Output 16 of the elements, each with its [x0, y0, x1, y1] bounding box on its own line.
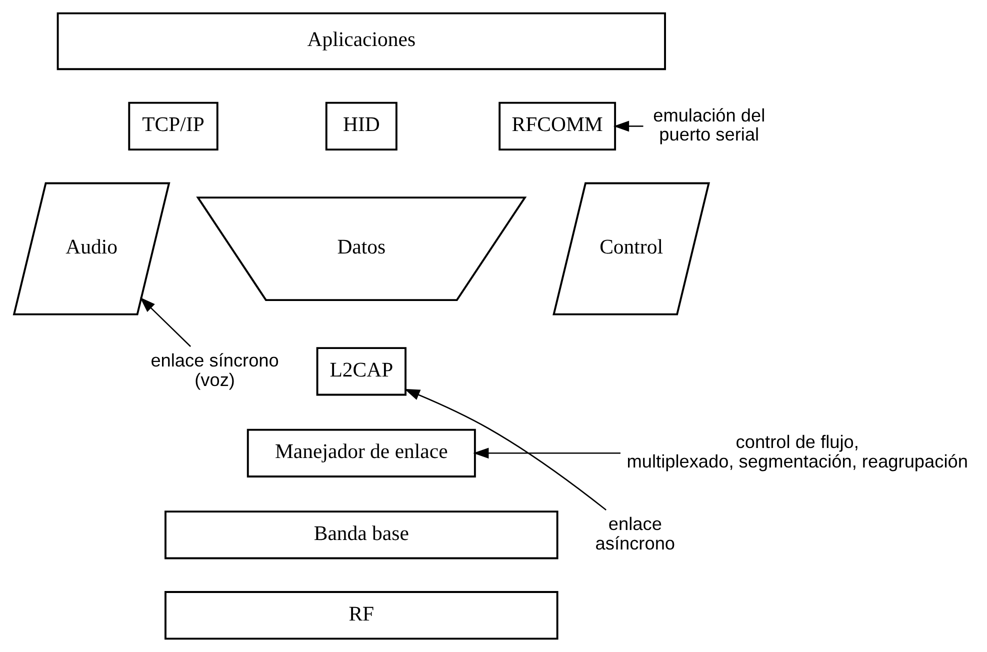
node-text: enlace síncrono (voz)	[150, 350, 278, 390]
arrow	[139, 297, 190, 347]
node-box: Aplicaciones	[56, 12, 666, 70]
arrow	[612, 120, 643, 132]
node-text: emulación del puerto serial	[652, 105, 765, 145]
node-box: HID	[324, 102, 397, 151]
node-text: enlace asíncrono	[594, 514, 675, 554]
node-box: RFCOMM	[498, 102, 616, 151]
node-box: Manejador de enlace	[246, 428, 476, 478]
node-box: TCP/IP	[128, 102, 218, 151]
node-box: RF	[164, 591, 558, 640]
node-text: control de flujo, multiplexado, segmentación, reagrupación	[626, 432, 968, 472]
arrow	[472, 448, 620, 459]
node-box: L2CAP	[316, 347, 406, 396]
arrow	[404, 388, 606, 510]
node-box: Banda base	[164, 510, 558, 560]
